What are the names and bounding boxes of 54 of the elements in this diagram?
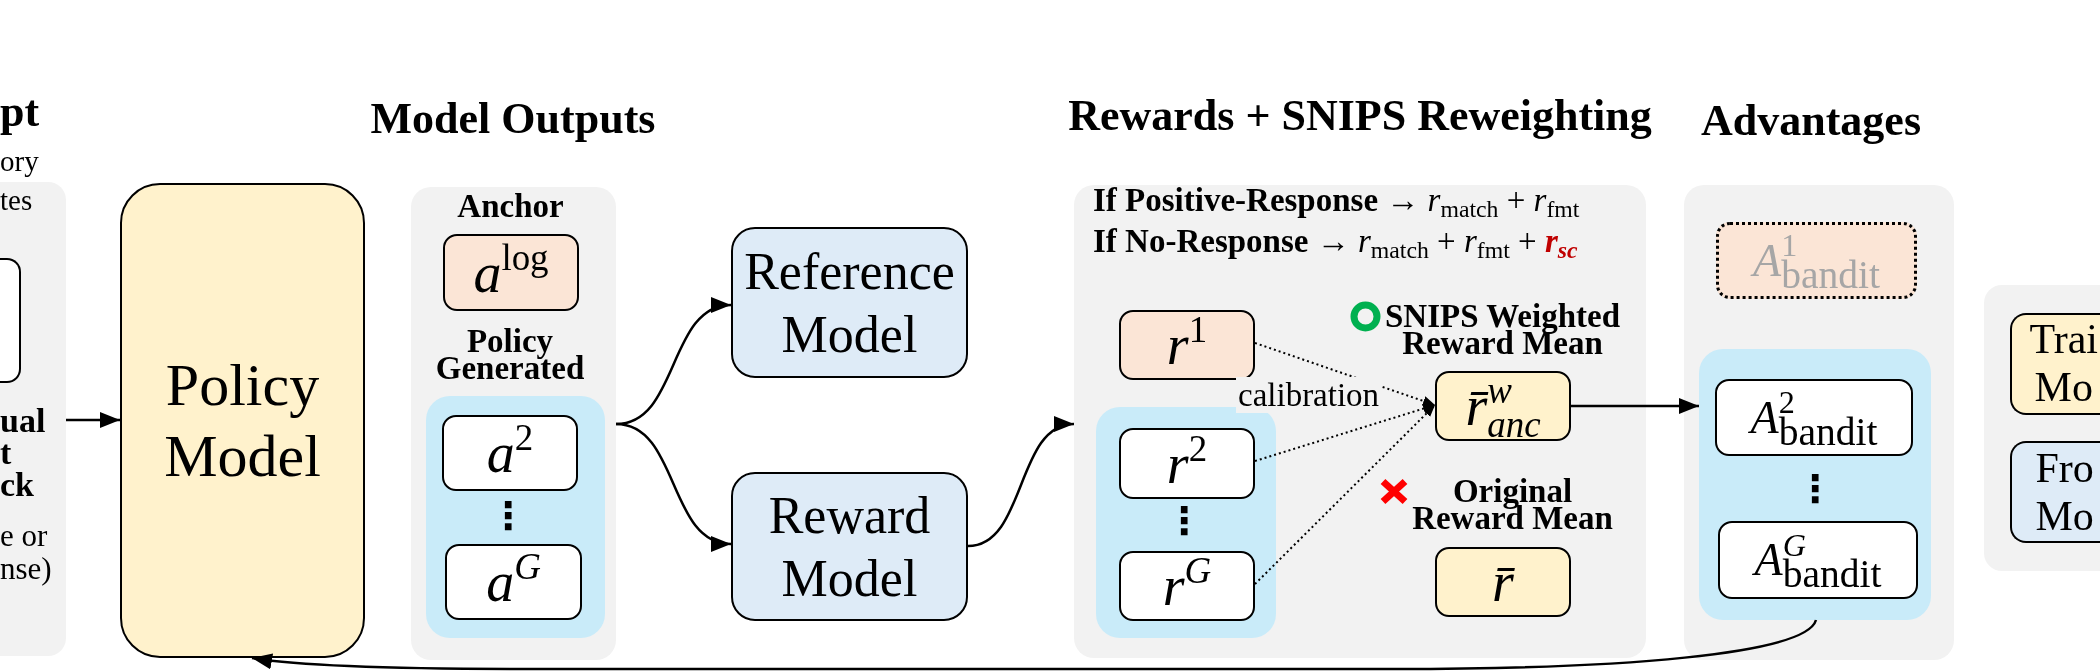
value-box: [445, 544, 582, 620]
rule-text: If No-Response → r$_{match}$ + r$_{fmt}$ + r$_{sc}$: [1093, 223, 1578, 260]
model-box: [2010, 441, 2100, 543]
dotted-arrow: [1254, 404, 1436, 585]
arrow: [967, 419, 1075, 548]
model-box: [2010, 313, 2100, 415]
formula: a$^{G}$: [486, 554, 541, 610]
section-title: Model Outputs: [370, 95, 656, 144]
box-label: Reward Model: [768, 485, 931, 609]
section-title: Rewards + SNIPS Reweighting: [1068, 92, 1652, 141]
arrow: [1571, 398, 1699, 414]
section-title: pt: [0, 88, 40, 137]
box-label: Fro Mo: [2035, 443, 2094, 540]
arrow: [615, 422, 732, 549]
section-title: Advantages: [1701, 97, 1921, 146]
box-label: Policy Model: [164, 350, 321, 491]
value-box: [1119, 428, 1255, 499]
arrow: [66, 412, 120, 428]
box-label: Trai Mo: [2029, 314, 2098, 411]
arrow: [251, 619, 1817, 671]
model-box: [731, 472, 968, 621]
vertical-ellipsis: ⋮: [1796, 470, 1834, 508]
caption-text: ory tes: [0, 144, 39, 218]
formula: a$^{2}$: [486, 425, 534, 481]
heading-label: Policy Generated: [435, 328, 585, 382]
edge-label: calibration: [1236, 377, 1382, 414]
model-box: [120, 183, 365, 658]
card: [0, 258, 21, 383]
dotted-arrow: [1254, 342, 1436, 406]
vertical-ellipsis: ⋮: [489, 497, 527, 535]
formula: a$^{log}$: [473, 244, 549, 301]
group-panel: [1699, 349, 1931, 620]
vertical-ellipsis: ⋮: [1165, 502, 1203, 540]
formula: r$^{2}$: [1166, 435, 1208, 492]
value-box: [1119, 551, 1255, 621]
group-panel: [1984, 285, 2100, 571]
value-box: [1715, 379, 1913, 456]
formula: r̄: [1492, 554, 1514, 610]
value-box: [1119, 310, 1255, 380]
formula: r$^{1}$: [1166, 317, 1208, 373]
dotted-arrow: [1254, 403, 1436, 462]
heading-label: Anchor: [457, 192, 564, 220]
rule-text: If Positive-Response → r$_{match}$ + r$_{fmt}$: [1093, 182, 1580, 219]
formula: r$^{G}$: [1162, 558, 1212, 614]
heading-label: Original Reward Mean: [1411, 477, 1614, 532]
value-box: [1716, 222, 1917, 299]
heading-label: SNIPS Weighted Reward Mean: [1384, 302, 1621, 357]
group-panel: [1096, 407, 1276, 638]
value-box: [1718, 521, 1918, 599]
caption-text: e or nse): [0, 519, 53, 585]
box-label: Reference Model: [744, 241, 955, 365]
caption-heading: ual t ck: [0, 405, 46, 501]
model-box: [731, 227, 968, 378]
value-box: [442, 415, 578, 491]
